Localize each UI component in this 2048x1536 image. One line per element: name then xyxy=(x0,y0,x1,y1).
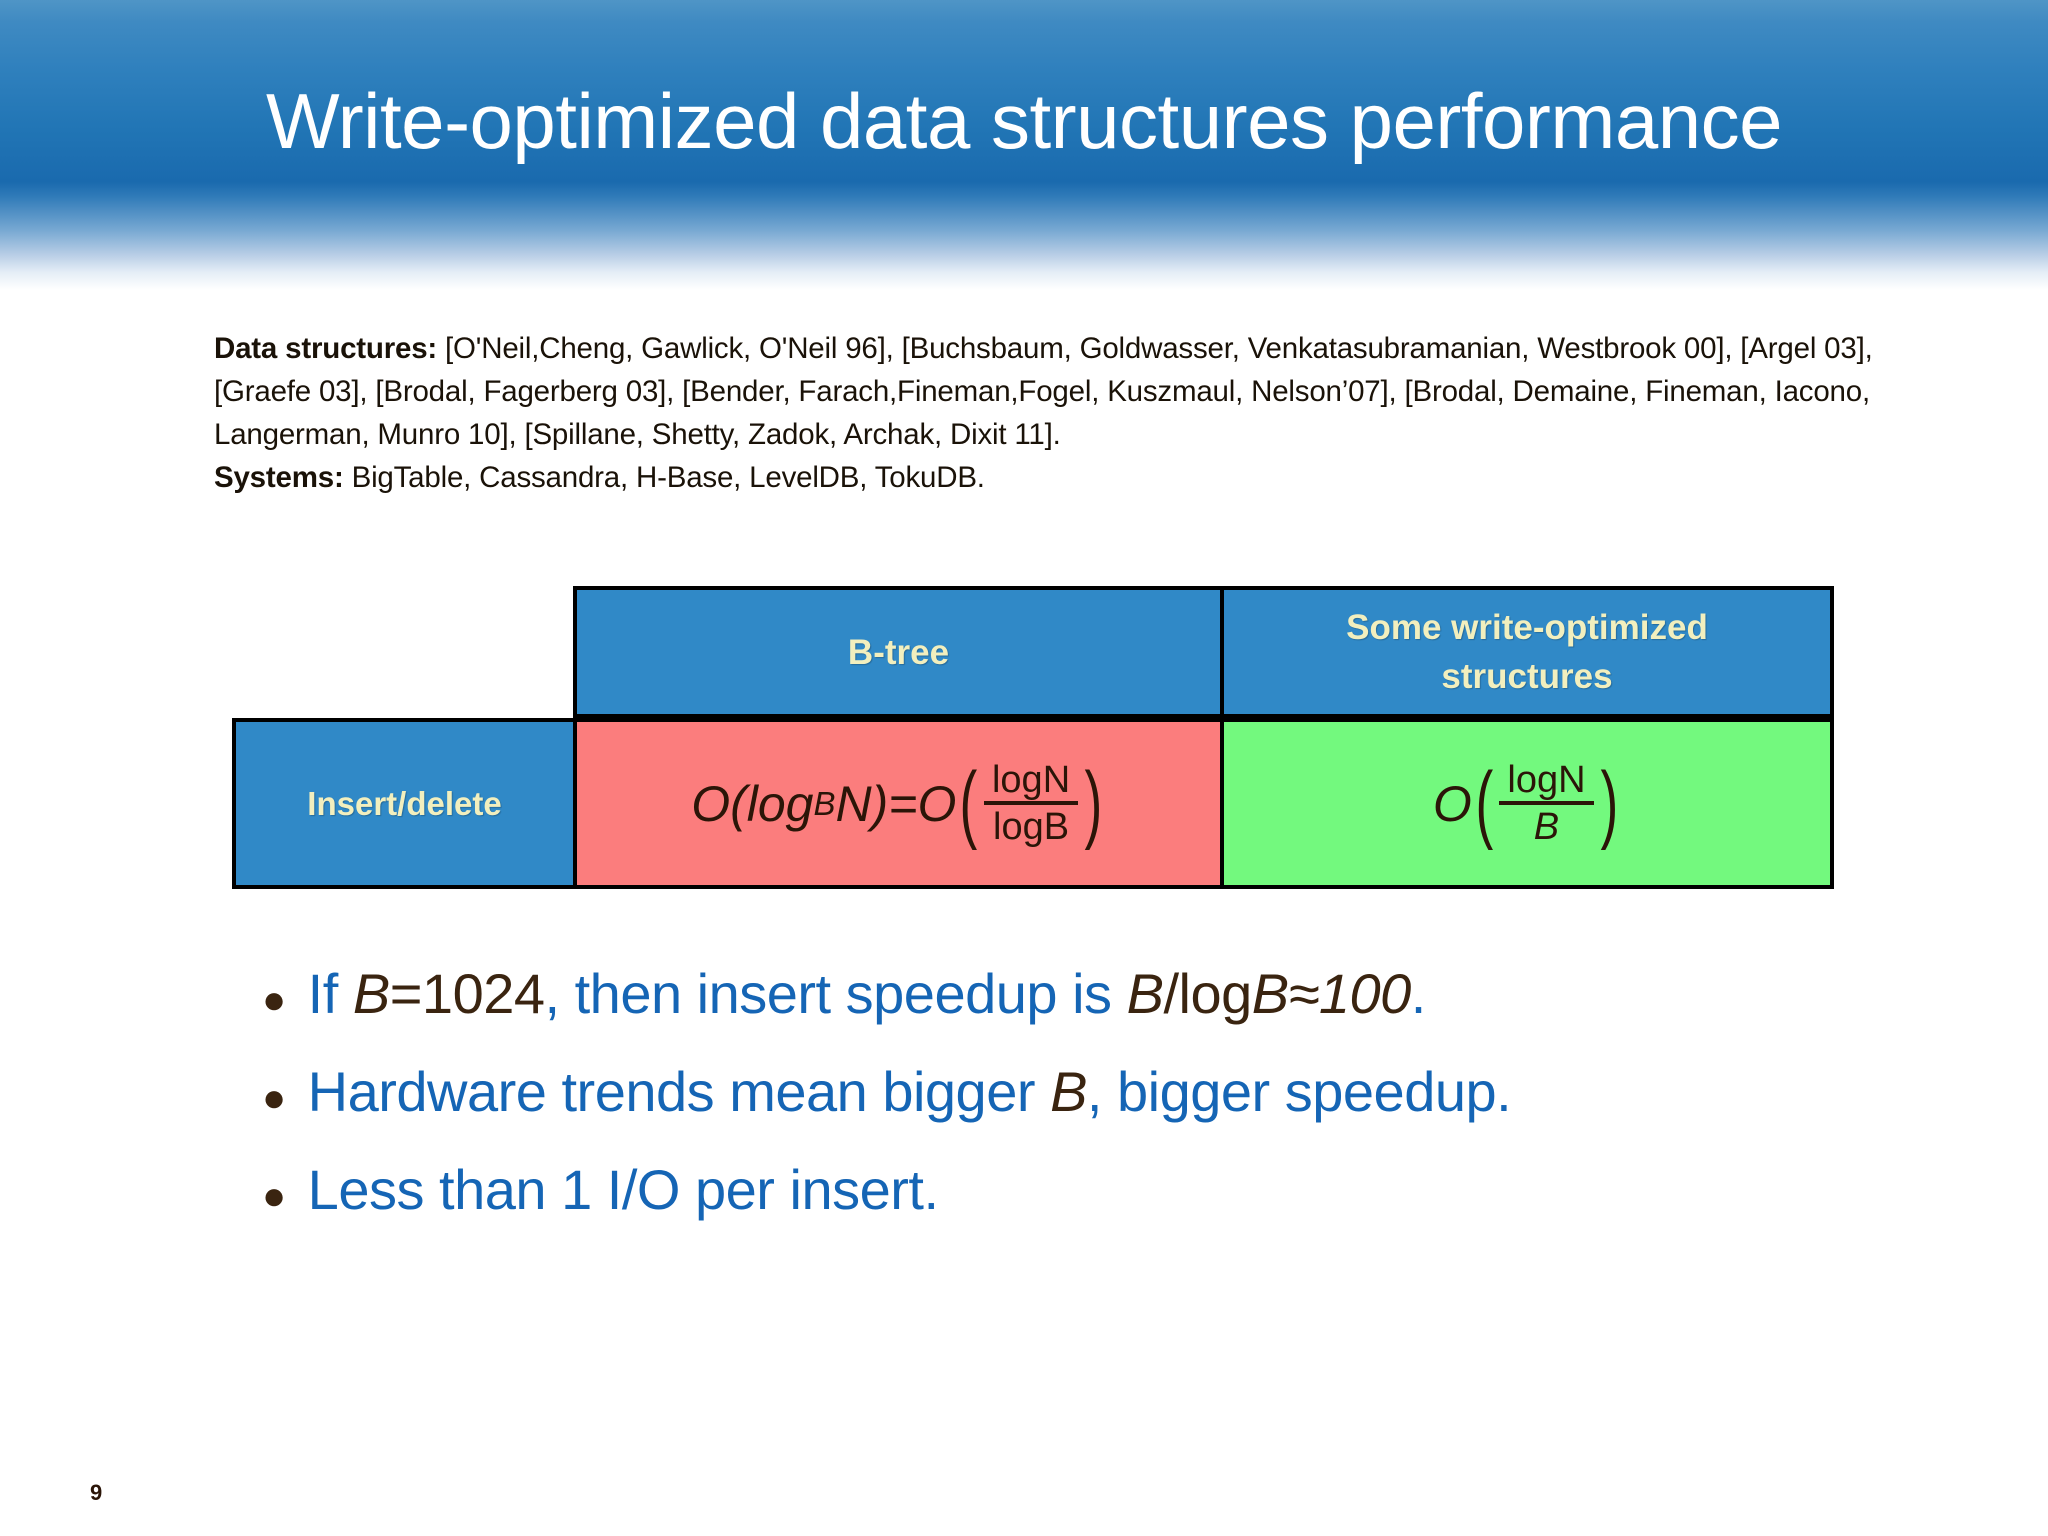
list-item: ● Hardware trends mean bigger B, bigger … xyxy=(262,1056,1962,1128)
table-row-label-insert-delete: Insert/delete xyxy=(232,718,577,889)
bullet-dot-icon: ● xyxy=(262,1174,286,1218)
left-paren-icon: ( xyxy=(959,754,978,851)
btree-formula-lead: O(log xyxy=(691,775,814,832)
page-title: Write-optimized data structures performa… xyxy=(266,77,1783,165)
wod-denominator-text: B xyxy=(1533,806,1560,848)
bullet-list: ● If B=1024, then insert speedup is B/lo… xyxy=(262,958,1962,1252)
bullet-text-2: Less than 1 I/O per insert. xyxy=(307,1158,939,1221)
bullet-text-0: If B=1024, then insert speedup is B/logB… xyxy=(307,962,1427,1025)
table-cell-write-optimized-complexity: O( logN B ) xyxy=(1220,718,1834,889)
btree-formula-subscript: B xyxy=(813,785,836,822)
table-corner-cell xyxy=(232,586,573,718)
bullet-dot-icon: ● xyxy=(262,978,286,1022)
performance-comparison-table: B-tree Some write-optimized structures I… xyxy=(232,586,1834,889)
btree-fraction: logN logB xyxy=(983,759,1079,848)
write-optimized-complexity-formula: O( logN B ) xyxy=(1432,754,1621,851)
table-header-write-optimized: Some write-optimized structures xyxy=(1220,586,1834,718)
table-header-row: B-tree Some write-optimized structures xyxy=(232,586,1834,718)
wod-fraction-denominator: B xyxy=(1526,805,1567,846)
fraction-bar-icon xyxy=(1499,801,1594,805)
wod-fraction-numerator: logN xyxy=(1507,759,1586,801)
wod-formula-lead: O xyxy=(1432,775,1472,832)
btree-formula-arg: N)=O xyxy=(835,775,957,832)
left-paren-icon: ( xyxy=(1475,754,1493,851)
data-structures-text: [O'Neil,Cheng, Gawlick, O'Neil 96], [Buc… xyxy=(214,332,1873,451)
slide-header-banner: Write-optimized data structures performa… xyxy=(0,0,2048,300)
table-header-btree: B-tree xyxy=(573,586,1224,718)
fraction-bar-icon xyxy=(983,801,1079,805)
list-item: ● If B=1024, then insert speedup is B/lo… xyxy=(262,958,1962,1030)
bullet-text-1: Hardware trends mean bigger B, bigger sp… xyxy=(307,1060,1512,1123)
references-block: Data structures: [O'Neil,Cheng, Gawlick,… xyxy=(214,327,1914,499)
btree-fraction-denominator: logB xyxy=(993,806,1070,848)
table-header-btree-label: B-tree xyxy=(847,632,950,672)
bullet-dot-icon: ● xyxy=(262,1076,286,1120)
systems-label: Systems: xyxy=(214,461,344,494)
data-structures-label: Data structures: xyxy=(214,332,438,365)
page-number: 9 xyxy=(90,1480,103,1505)
wod-header-line1: Some write-optimized xyxy=(1346,608,1708,647)
list-item: ● Less than 1 I/O per insert. xyxy=(262,1154,1962,1226)
wod-header-line2: structures xyxy=(1441,657,1613,696)
btree-fraction-numerator: logN xyxy=(991,759,1071,801)
table-header-write-optimized-label: Some write-optimized structures xyxy=(1346,603,1708,701)
systems-text: BigTable, Cassandra, H-Base, LevelDB, To… xyxy=(343,461,985,494)
right-paren-icon: ) xyxy=(1599,754,1618,851)
table-row-label-text: Insert/delete xyxy=(307,784,502,822)
right-paren-icon: ) xyxy=(1084,754,1103,851)
wod-fraction: logN B xyxy=(1499,759,1594,846)
